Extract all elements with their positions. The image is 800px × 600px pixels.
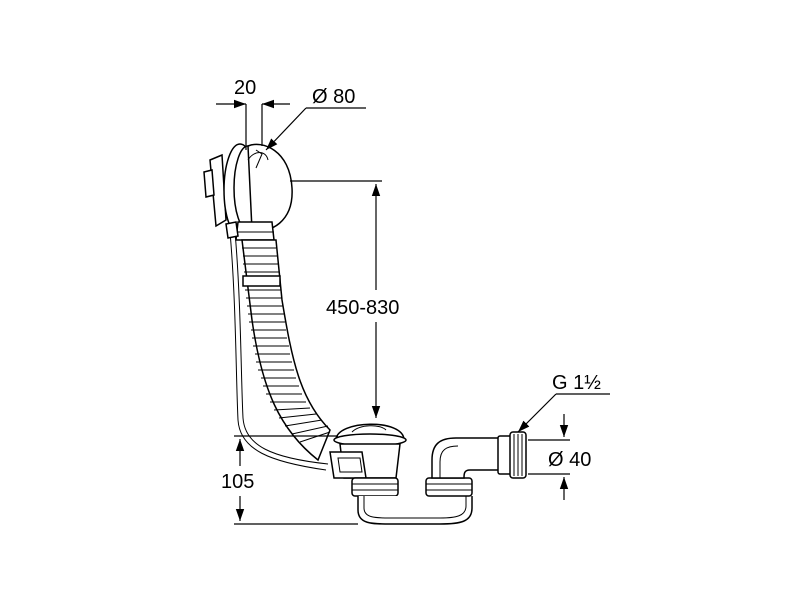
label-overflow-width: 20	[234, 77, 256, 99]
label-overflow-diameter: Ø 80	[312, 86, 355, 108]
dimension-lines	[216, 99, 610, 525]
outlet-elbow	[431, 431, 527, 479]
bowden-cable	[225, 221, 329, 471]
corrugated-hose	[241, 239, 331, 462]
trap	[357, 477, 473, 525]
waste-valve	[329, 423, 407, 497]
label-thread: G 1½	[552, 372, 601, 394]
label-waste-height: 105	[221, 471, 254, 493]
label-outlet-diameter: Ø 40	[548, 449, 591, 471]
overflow-head	[203, 143, 293, 241]
label-height-range: 450-830	[326, 297, 399, 319]
